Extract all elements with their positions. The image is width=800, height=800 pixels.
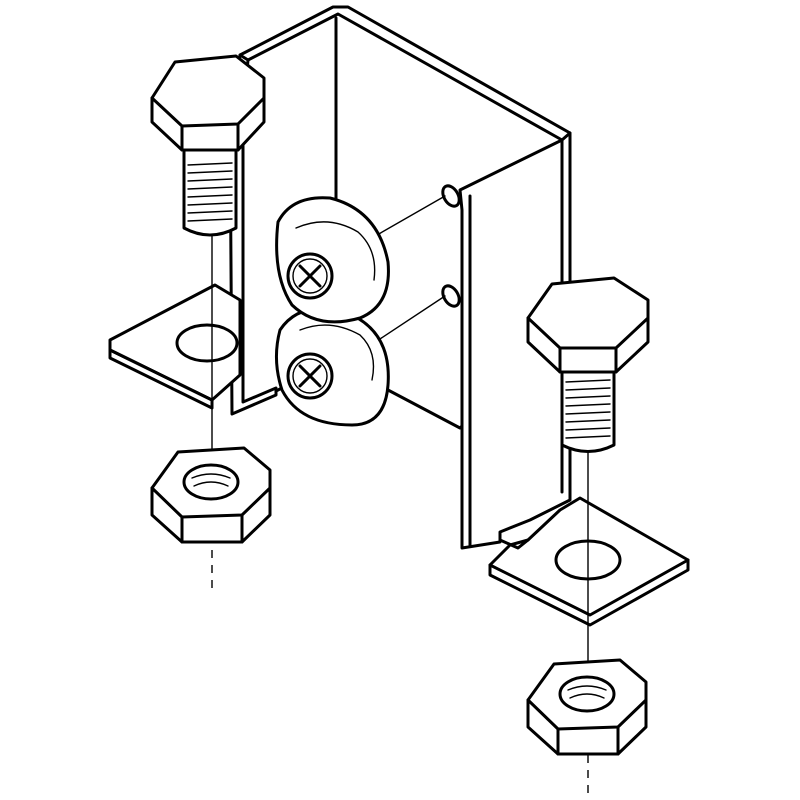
bolt-right-head-top: [526, 276, 650, 350]
bracket-top-edge: [246, 12, 564, 142]
left-foot-tab: [108, 283, 242, 410]
left-foot-hole: [175, 323, 239, 363]
screw-lower-head-ring: [292, 358, 328, 394]
nut-left-edges: [180, 513, 244, 544]
bolt-left-head-top: [150, 54, 266, 128]
screw-upper-phillips-icon: [298, 264, 322, 288]
nut-right-bore-thread: [567, 685, 607, 699]
screw-lower-phillips-icon: [298, 364, 322, 388]
nut-right-edges: [556, 725, 620, 756]
screw-upper-rim: [295, 221, 376, 281]
bracket-hole-upper: [441, 184, 461, 208]
bracket-right-wall: [458, 131, 572, 550]
hex-nut-right: [526, 658, 648, 756]
pan-head-screw-upper: [275, 196, 390, 324]
right-foot-notch: [498, 538, 530, 550]
screw-upper-head-ring: [292, 258, 328, 294]
right-foot-edge: [488, 558, 690, 627]
hex-bolt-left: [150, 54, 266, 237]
hex-bolt-right: [526, 276, 650, 453]
screw-lower-rim: [299, 324, 375, 381]
bolt-right-head-edges: [558, 346, 618, 374]
bolt-left-threads: [187, 162, 233, 222]
hex-nut-left: [150, 446, 272, 544]
bolt-left-head-edges: [180, 122, 240, 152]
bolt-right-threads: [565, 379, 611, 439]
bracket-hole-lower: [441, 284, 461, 308]
nut-left-bore-thread: [191, 473, 231, 487]
